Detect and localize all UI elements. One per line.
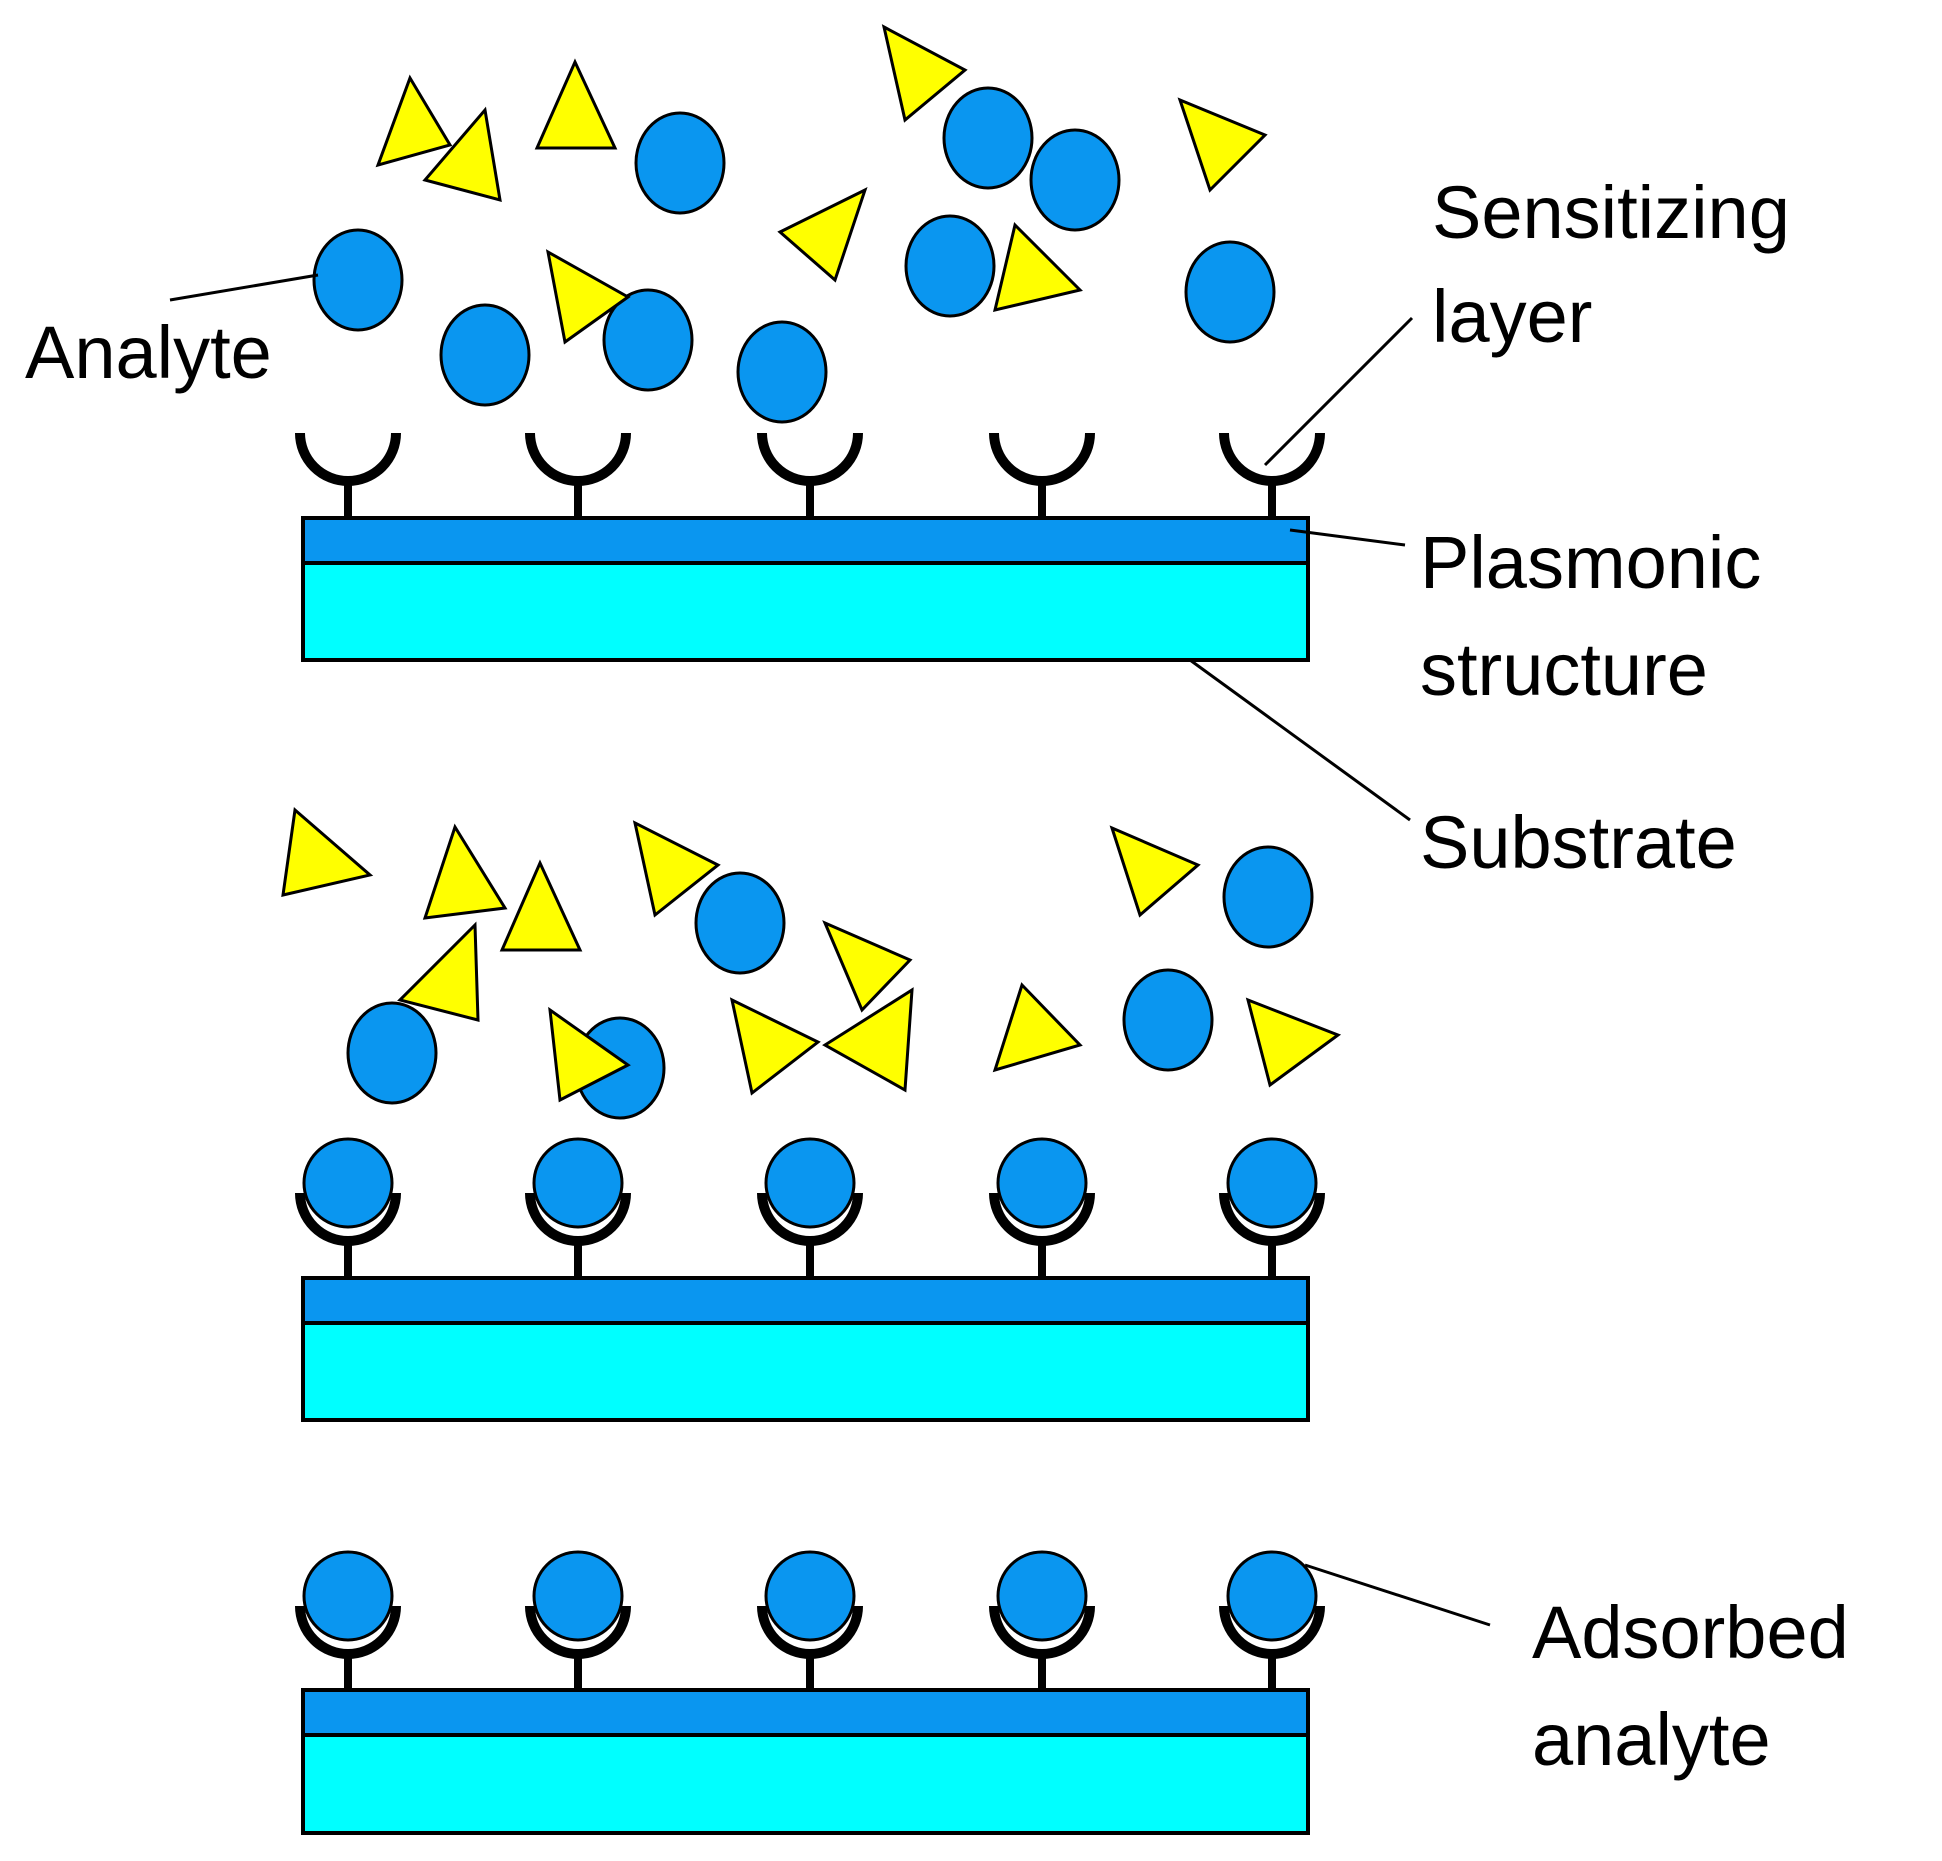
bound-analyte [764, 1137, 856, 1229]
analyte-particle [942, 86, 1034, 190]
analyte-particle [602, 288, 694, 392]
bound-analyte [764, 1550, 856, 1642]
bound-analyte [532, 1550, 624, 1642]
analyte-particle [1122, 968, 1214, 1072]
bound-analyte [996, 1137, 1088, 1229]
analyte-particle [694, 871, 786, 975]
plasmonic-leader [1289, 528, 1406, 547]
adsorbed-analyte-label-line2: analyte [1532, 1698, 1771, 1781]
interferent-particle [777, 187, 868, 283]
analyte-particle [634, 111, 726, 215]
receptor-cup [1219, 1605, 1325, 1659]
plasmonic-layer [301, 1276, 1310, 1325]
bound-analyte [1226, 1550, 1318, 1642]
bound-analyte [302, 1137, 394, 1229]
receptor-cup [1219, 432, 1325, 486]
particles-group [281, 24, 1342, 1120]
analyte-particle [736, 320, 828, 424]
substrate-layer [301, 561, 1310, 662]
adsorbed-leader [1304, 1563, 1491, 1627]
receptor-cup [757, 1605, 863, 1659]
analyte-particle [1222, 845, 1314, 949]
substrate-label: Substrate [1420, 801, 1737, 884]
adsorbed-analyte-label-line1: Adsorbed [1532, 1591, 1849, 1674]
sensitizing-layer-label-line1: Sensitizing [1432, 171, 1790, 254]
interferent-particle [422, 106, 502, 203]
receptor-cup [525, 1605, 631, 1659]
receptor-cup [757, 432, 863, 486]
interferent-particle [281, 807, 374, 897]
analyte-leader [169, 273, 319, 302]
plasmonic-structure-label-line1: Plasmonic [1420, 521, 1761, 604]
receptor-cup [525, 1192, 631, 1246]
interferent-particle [545, 249, 631, 345]
interferent-particle [822, 920, 913, 1013]
receptor-cup [295, 1192, 401, 1246]
analyte-particle [439, 303, 531, 407]
layers-group [301, 516, 1310, 1835]
receptor-cup [989, 1605, 1095, 1659]
plasmonic-layer [301, 516, 1310, 565]
interferent-particle [632, 820, 721, 918]
receptors-group [295, 432, 1325, 1690]
sensitizing-layer-label-line2: layer [1432, 275, 1592, 358]
interferent-particle [534, 58, 618, 150]
analyte-particle [1184, 240, 1276, 344]
interferent-particle [499, 859, 583, 952]
interferent-particle [822, 987, 914, 1093]
sensitizing-leader [1263, 316, 1414, 467]
interferent-particle [881, 24, 968, 123]
receptor-cup [295, 432, 401, 486]
analyte-particle [904, 214, 996, 318]
substrate-leader [1189, 658, 1411, 822]
interferent-particle [1177, 97, 1268, 193]
receptor-cup [1219, 1192, 1325, 1246]
analyte-particle [312, 228, 404, 332]
analyte-particle [346, 1001, 438, 1105]
bound-analyte [1226, 1137, 1318, 1229]
plasmonic-layer [301, 1688, 1310, 1737]
receptor-cup [757, 1192, 863, 1246]
interferent-particle [375, 74, 453, 168]
interferent-particle [548, 1006, 631, 1103]
interferent-particle [1245, 997, 1342, 1088]
analyte-particle [1029, 128, 1121, 232]
substrate-layer [301, 1321, 1310, 1422]
interferent-particle [422, 823, 508, 920]
bound-analyte [996, 1550, 1088, 1642]
substrate-layer [301, 1733, 1310, 1835]
receptor-cup [295, 1605, 401, 1659]
receptor-cup [525, 432, 631, 486]
receptor-cup [989, 432, 1095, 486]
interferent-particle [729, 997, 821, 1096]
analyte-label: Analyte [25, 311, 272, 394]
plasmonic-structure-label-line2: structure [1420, 628, 1708, 711]
interferent-particle [397, 921, 480, 1022]
interferent-particle [1109, 825, 1201, 918]
receptor-cup [989, 1192, 1095, 1246]
interferent-particle [992, 982, 1083, 1073]
bound-analyte [302, 1550, 394, 1642]
interferent-particle [992, 222, 1083, 313]
bound-analyte [532, 1137, 624, 1229]
